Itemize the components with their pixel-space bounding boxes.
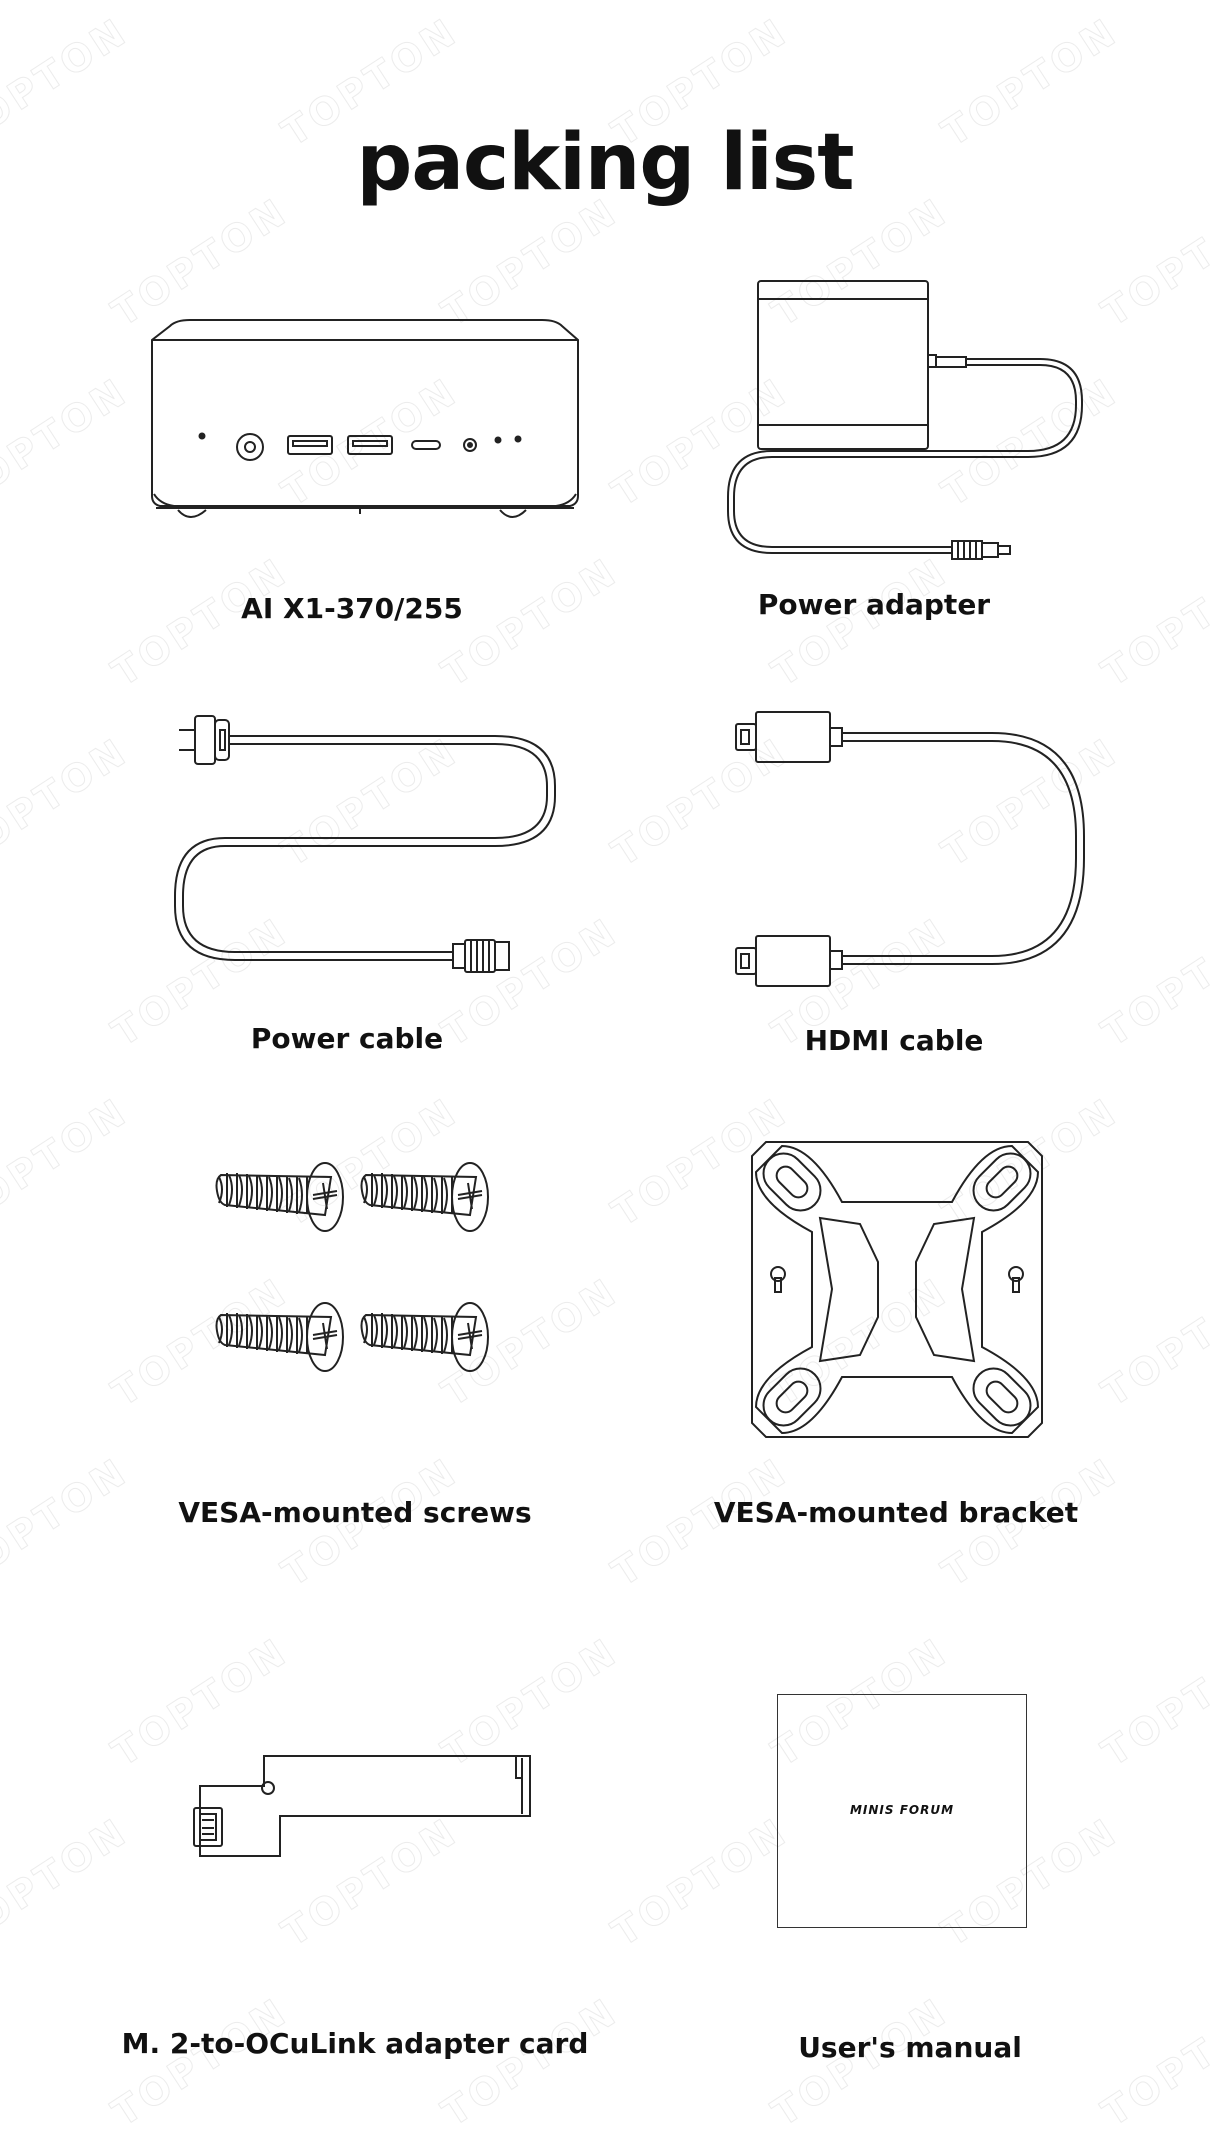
mini-pc-icon [150,318,580,528]
watermark-text: TOPTON [1094,909,1210,1056]
watermark-text: TOPTON [764,549,957,696]
hdmi-cable-icon [732,708,1092,990]
item-label-vesa-bracket: VESA-mounted bracket [713,1496,1079,1529]
watermark-text: TOPTON [0,369,136,516]
page-title: packing list [356,118,854,208]
watermark-text: TOPTON [104,1989,297,2135]
item-label-hdmi-cable: HDMI cable [804,1024,984,1057]
watermark-text: TOPTON [1094,1629,1210,1776]
screws-icon [215,1162,489,1372]
power-cable-icon [175,706,565,966]
watermark-text: TOPTON [1094,189,1210,336]
watermark-text: TOPTON [104,189,297,336]
manual-cover-logo: MINIS FORUM [849,1803,955,1817]
manual-icon: MINIS FORUM [777,1694,1027,1928]
item-label-power-cable: Power cable [250,1022,444,1055]
watermark-text: TOPTON [0,1449,136,1596]
power-adapter-icon [728,275,1088,565]
item-label-vesa-screws: VESA-mounted screws [178,1496,532,1529]
vesa-bracket-icon [752,1142,1042,1437]
item-label-power-adapter: Power adapter [757,588,991,621]
watermark-text: TOPTON [0,1809,136,1956]
item-label-mini-pc: AI X1-370/255 [241,592,463,625]
watermark-text: TOPTON [0,1089,136,1236]
watermark-text: TOPTON [1094,1989,1210,2135]
adapter-card-icon [190,1750,540,1860]
item-label-users-manual: User's manual [798,2031,1022,2064]
watermark-text: TOPTON [1094,549,1210,696]
watermark-text: TOPTON [1094,1269,1210,1416]
watermark-text: TOPTON [434,549,627,696]
watermark-text: TOPTON [434,1989,627,2135]
watermark-text: TOPTON [604,1809,797,1956]
watermark-text: TOPTON [434,189,627,336]
watermark-text: TOPTON [0,729,136,876]
item-label-oculink-card: M. 2-to-OCuLink adapter card [121,2027,589,2060]
